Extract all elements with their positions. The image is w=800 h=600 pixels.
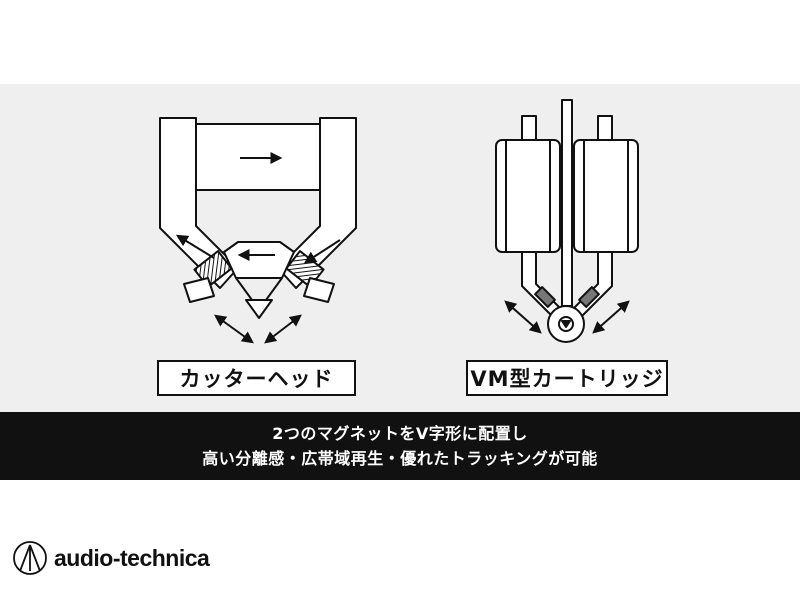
cutter-motion-arrow-right [264, 314, 302, 344]
vm-cartridge-label: VM型カートリッジ [466, 360, 668, 396]
cutter-head-diagram [159, 117, 357, 344]
vm-motion-arrow-left [504, 300, 542, 334]
vm-left-magnet [534, 286, 556, 308]
vm-center-rod [561, 99, 573, 307]
audio-technica-logo-icon [13, 541, 47, 575]
cutter-left-magnet [193, 250, 233, 288]
brand-logo: audio-technica [12, 538, 210, 578]
caption-line-1: 2つのマグネットをV字形に配置し [272, 424, 528, 443]
brand-name: audio-technica [54, 544, 210, 571]
cutter-center-coil [223, 241, 295, 279]
cutter-head-label: カッターヘッド [157, 360, 356, 396]
caption-line-2: 高い分離感・広帯域再生・優れたトラッキングが可能 [202, 449, 598, 468]
diagram-illustration [159, 99, 639, 344]
diagram-panel [0, 84, 800, 412]
vm-motion-arrow-right [592, 300, 630, 334]
vm-right-magnet [578, 286, 600, 308]
caption-band: 2つのマグネットをV字形に配置し 高い分離感・広帯域再生・優れたトラッキングが可… [0, 412, 800, 480]
cutter-stylus [245, 299, 273, 319]
cutter-right-arm [277, 117, 357, 289]
cutter-motion-arrow-left [214, 314, 254, 344]
vm-cartridge-diagram [495, 99, 639, 343]
